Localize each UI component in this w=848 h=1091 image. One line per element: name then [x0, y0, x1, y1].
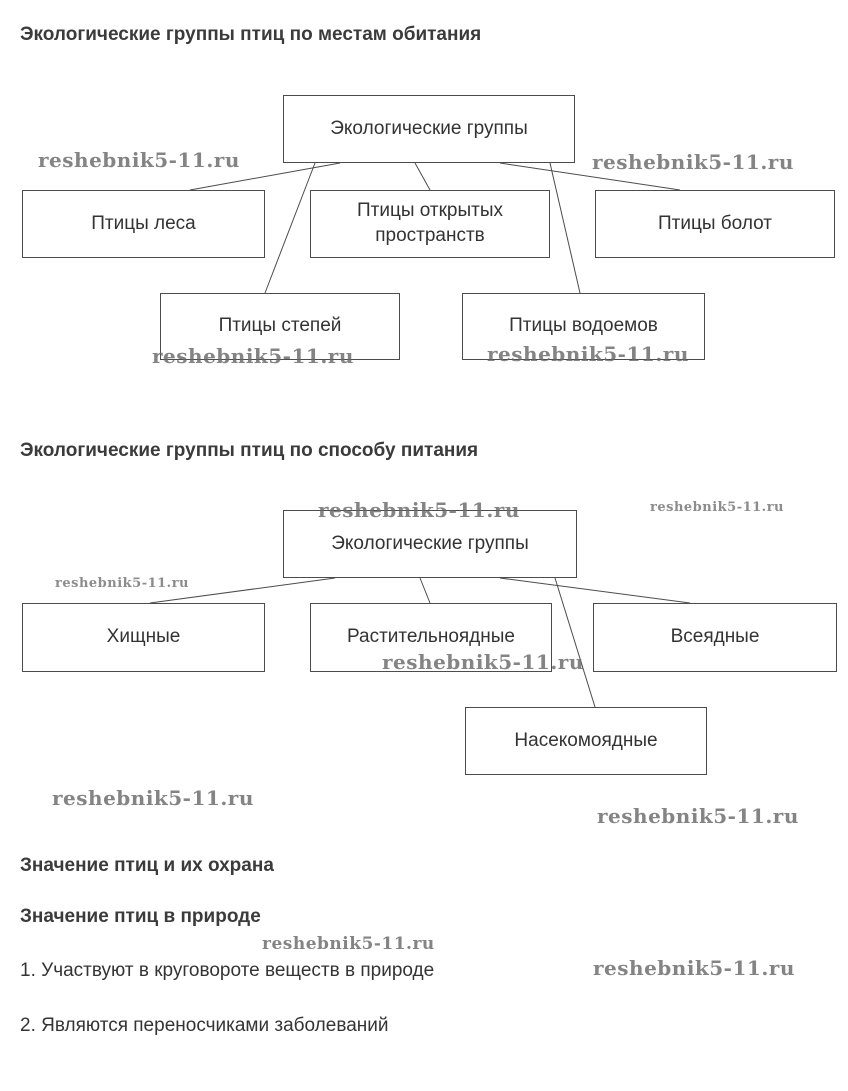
watermark: reshebnik5-11.ru	[650, 500, 785, 515]
watermark: reshebnik5-11.ru	[262, 934, 435, 954]
watermark: reshebnik5-11.ru	[382, 650, 584, 674]
watermark: reshebnik5-11.ru	[38, 148, 240, 172]
watermark: reshebnik5-11.ru	[55, 576, 190, 591]
watermark: reshebnik5-11.ru	[318, 498, 520, 522]
heading-feeding-groups: Экологические группы птиц по способу пит…	[20, 440, 479, 461]
feeding-box-insectivores: Насекомоядные	[465, 707, 707, 775]
watermark: reshebnik5-11.ru	[152, 344, 354, 368]
habitat-box-waterfowl-birds: Птицы водоемов	[462, 293, 705, 360]
heading-importance-nature: Значение птиц в природе	[20, 906, 261, 927]
habitat-box-forest-birds: Птицы леса	[22, 190, 265, 258]
feeding-box-predators: Хищные	[22, 603, 265, 672]
feeding-box-herbivores: Растительноядные	[310, 603, 552, 672]
heading-importance: Значение птиц и их охрана	[20, 855, 274, 876]
watermark: reshebnik5-11.ru	[52, 786, 254, 810]
watermark: reshebnik5-11.ru	[597, 804, 799, 828]
feeding-root-box: Экологические группы	[283, 510, 577, 578]
habitat-root-box: Экологические группы	[283, 95, 575, 163]
feeding-box-omnivores: Всеядные	[593, 603, 837, 672]
list-item-1: 1. Участвуют в круговороте веществ в при…	[20, 960, 435, 981]
watermark: reshebnik5-11.ru	[593, 956, 795, 980]
heading-habitat-groups: Экологические группы птиц по местам обит…	[20, 24, 482, 45]
habitat-box-marsh-birds: Птицы болот	[595, 190, 835, 258]
watermark: reshebnik5-11.ru	[592, 150, 794, 174]
habitat-box-open-space-birds: Птицы открытых пространств	[310, 190, 550, 258]
habitat-box-steppe-birds: Птицы степей	[160, 293, 400, 360]
watermark: reshebnik5-11.ru	[487, 342, 689, 366]
list-item-2: 2. Являются переносчиками заболеваний	[20, 1015, 389, 1036]
